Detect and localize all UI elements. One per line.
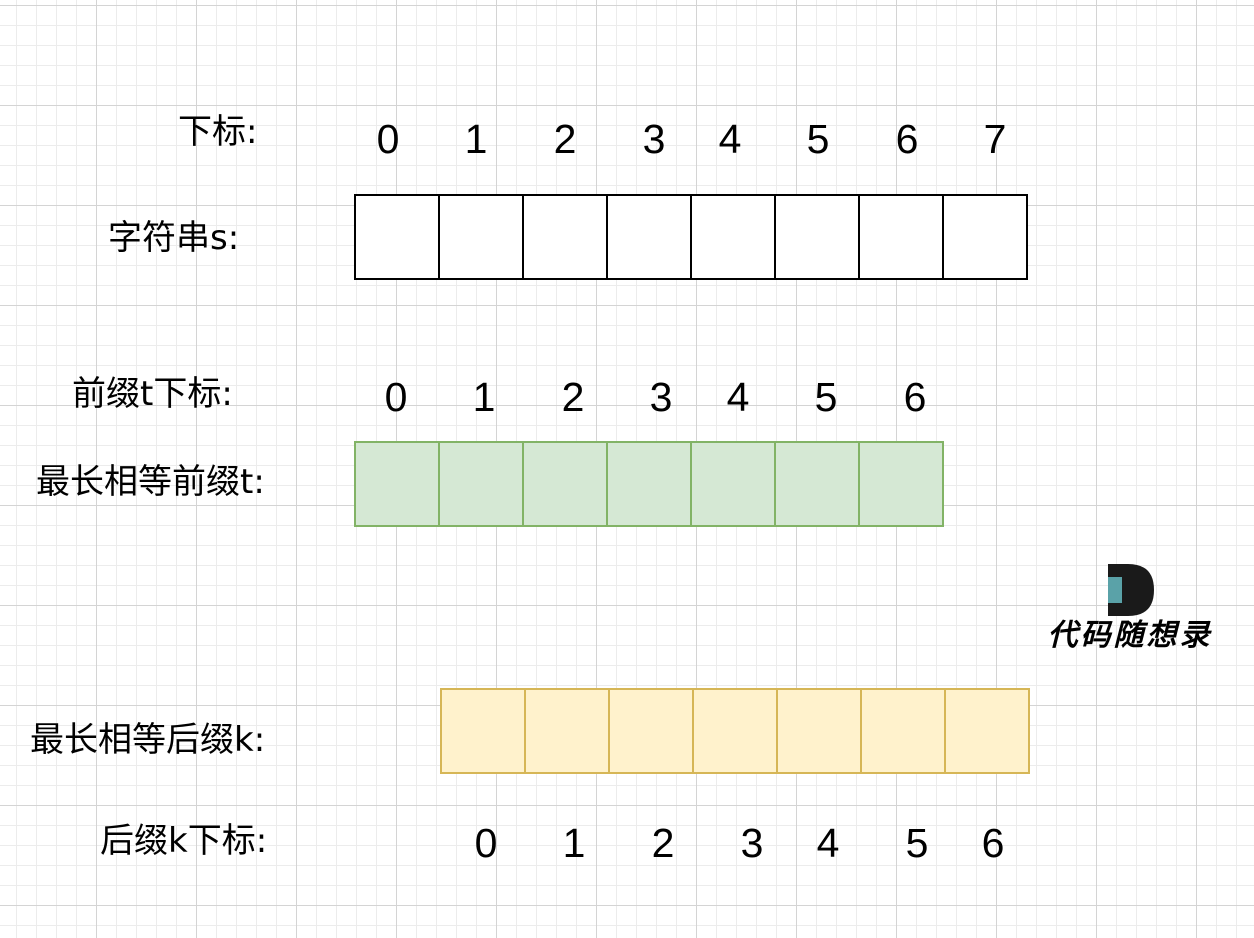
t-index-1: 1 [472, 374, 496, 420]
k-cell [860, 688, 946, 774]
t-cell [690, 441, 776, 527]
k-index-6: 6 [981, 820, 1005, 866]
k-cell [692, 688, 778, 774]
k-index-0: 0 [474, 820, 498, 866]
s-index-7: 7 [983, 116, 1007, 162]
t-cell [858, 441, 944, 527]
t-index-4: 4 [726, 374, 750, 420]
logo-text: 代码随想录 [1047, 618, 1213, 653]
t-cell [774, 441, 860, 527]
t-index-3: 3 [649, 374, 673, 420]
k-cell [440, 688, 526, 774]
k-cell [776, 688, 862, 774]
string-s-row [354, 194, 1028, 280]
s-cell [354, 194, 440, 280]
k-cell [608, 688, 694, 774]
string-s-label: 字符串s: [108, 218, 240, 258]
prefix-t-label: 最长相等前缀t: [36, 462, 265, 502]
t-index-5: 5 [814, 374, 838, 420]
s-index-3: 3 [642, 116, 666, 162]
t-index-0: 0 [384, 374, 408, 420]
s-cell [942, 194, 1028, 280]
s-cell [606, 194, 692, 280]
k-index-3: 3 [740, 820, 764, 866]
s-index-label: 下标: [178, 112, 258, 152]
t-cell [606, 441, 692, 527]
logo: 代码随想录 [1040, 560, 1220, 660]
k-cell [524, 688, 610, 774]
s-cell [858, 194, 944, 280]
k-index-5: 5 [905, 820, 929, 866]
t-cell [438, 441, 524, 527]
prefix-t-index-label: 前缀t下标: [72, 374, 233, 414]
logo-d-icon [1108, 564, 1154, 616]
k-cell [944, 688, 1030, 774]
s-cell [690, 194, 776, 280]
s-index-2: 2 [553, 116, 577, 162]
t-index-6: 6 [903, 374, 927, 420]
s-index-6: 6 [895, 116, 919, 162]
k-index-1: 1 [562, 820, 586, 866]
suffix-k-row [440, 688, 1030, 774]
s-cell [522, 194, 608, 280]
s-index-0: 0 [376, 116, 400, 162]
s-cell [774, 194, 860, 280]
k-index-4: 4 [816, 820, 840, 866]
suffix-k-label: 最长相等后缀k: [30, 720, 266, 760]
prefix-t-row [354, 441, 944, 527]
s-index-4: 4 [718, 116, 742, 162]
s-index-5: 5 [806, 116, 830, 162]
suffix-k-index-label: 后缀k下标: [100, 821, 268, 861]
t-cell [354, 441, 440, 527]
t-cell [522, 441, 608, 527]
s-index-1: 1 [464, 116, 488, 162]
t-index-2: 2 [561, 374, 585, 420]
k-index-2: 2 [651, 820, 675, 866]
s-cell [438, 194, 524, 280]
